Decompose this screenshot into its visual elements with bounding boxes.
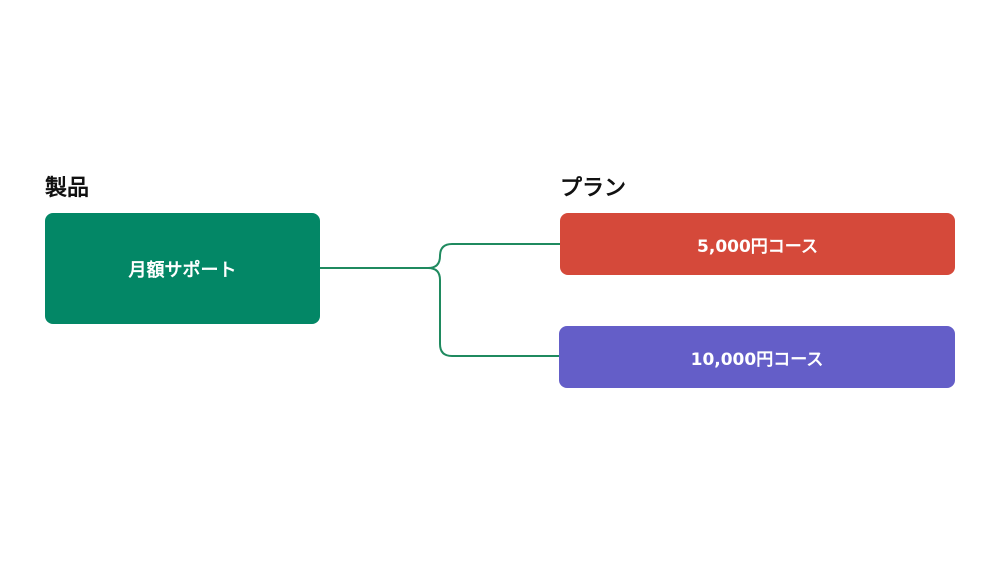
plan-node-2: 10,000円コース (559, 326, 955, 388)
plan-node-2-label: 10,000円コース (690, 349, 824, 370)
product-column-label: 製品 (45, 176, 90, 201)
product-node: 月額サポート (45, 213, 320, 324)
plan-node-1: 5,000円コース (560, 213, 955, 275)
connector-trunk (320, 243, 560, 269)
connector-branch (427, 267, 559, 357)
plan-column-label: プラン (560, 176, 627, 201)
product-node-label: 月額サポート (128, 259, 237, 281)
plan-node-1-label: 5,000円コース (697, 236, 818, 257)
